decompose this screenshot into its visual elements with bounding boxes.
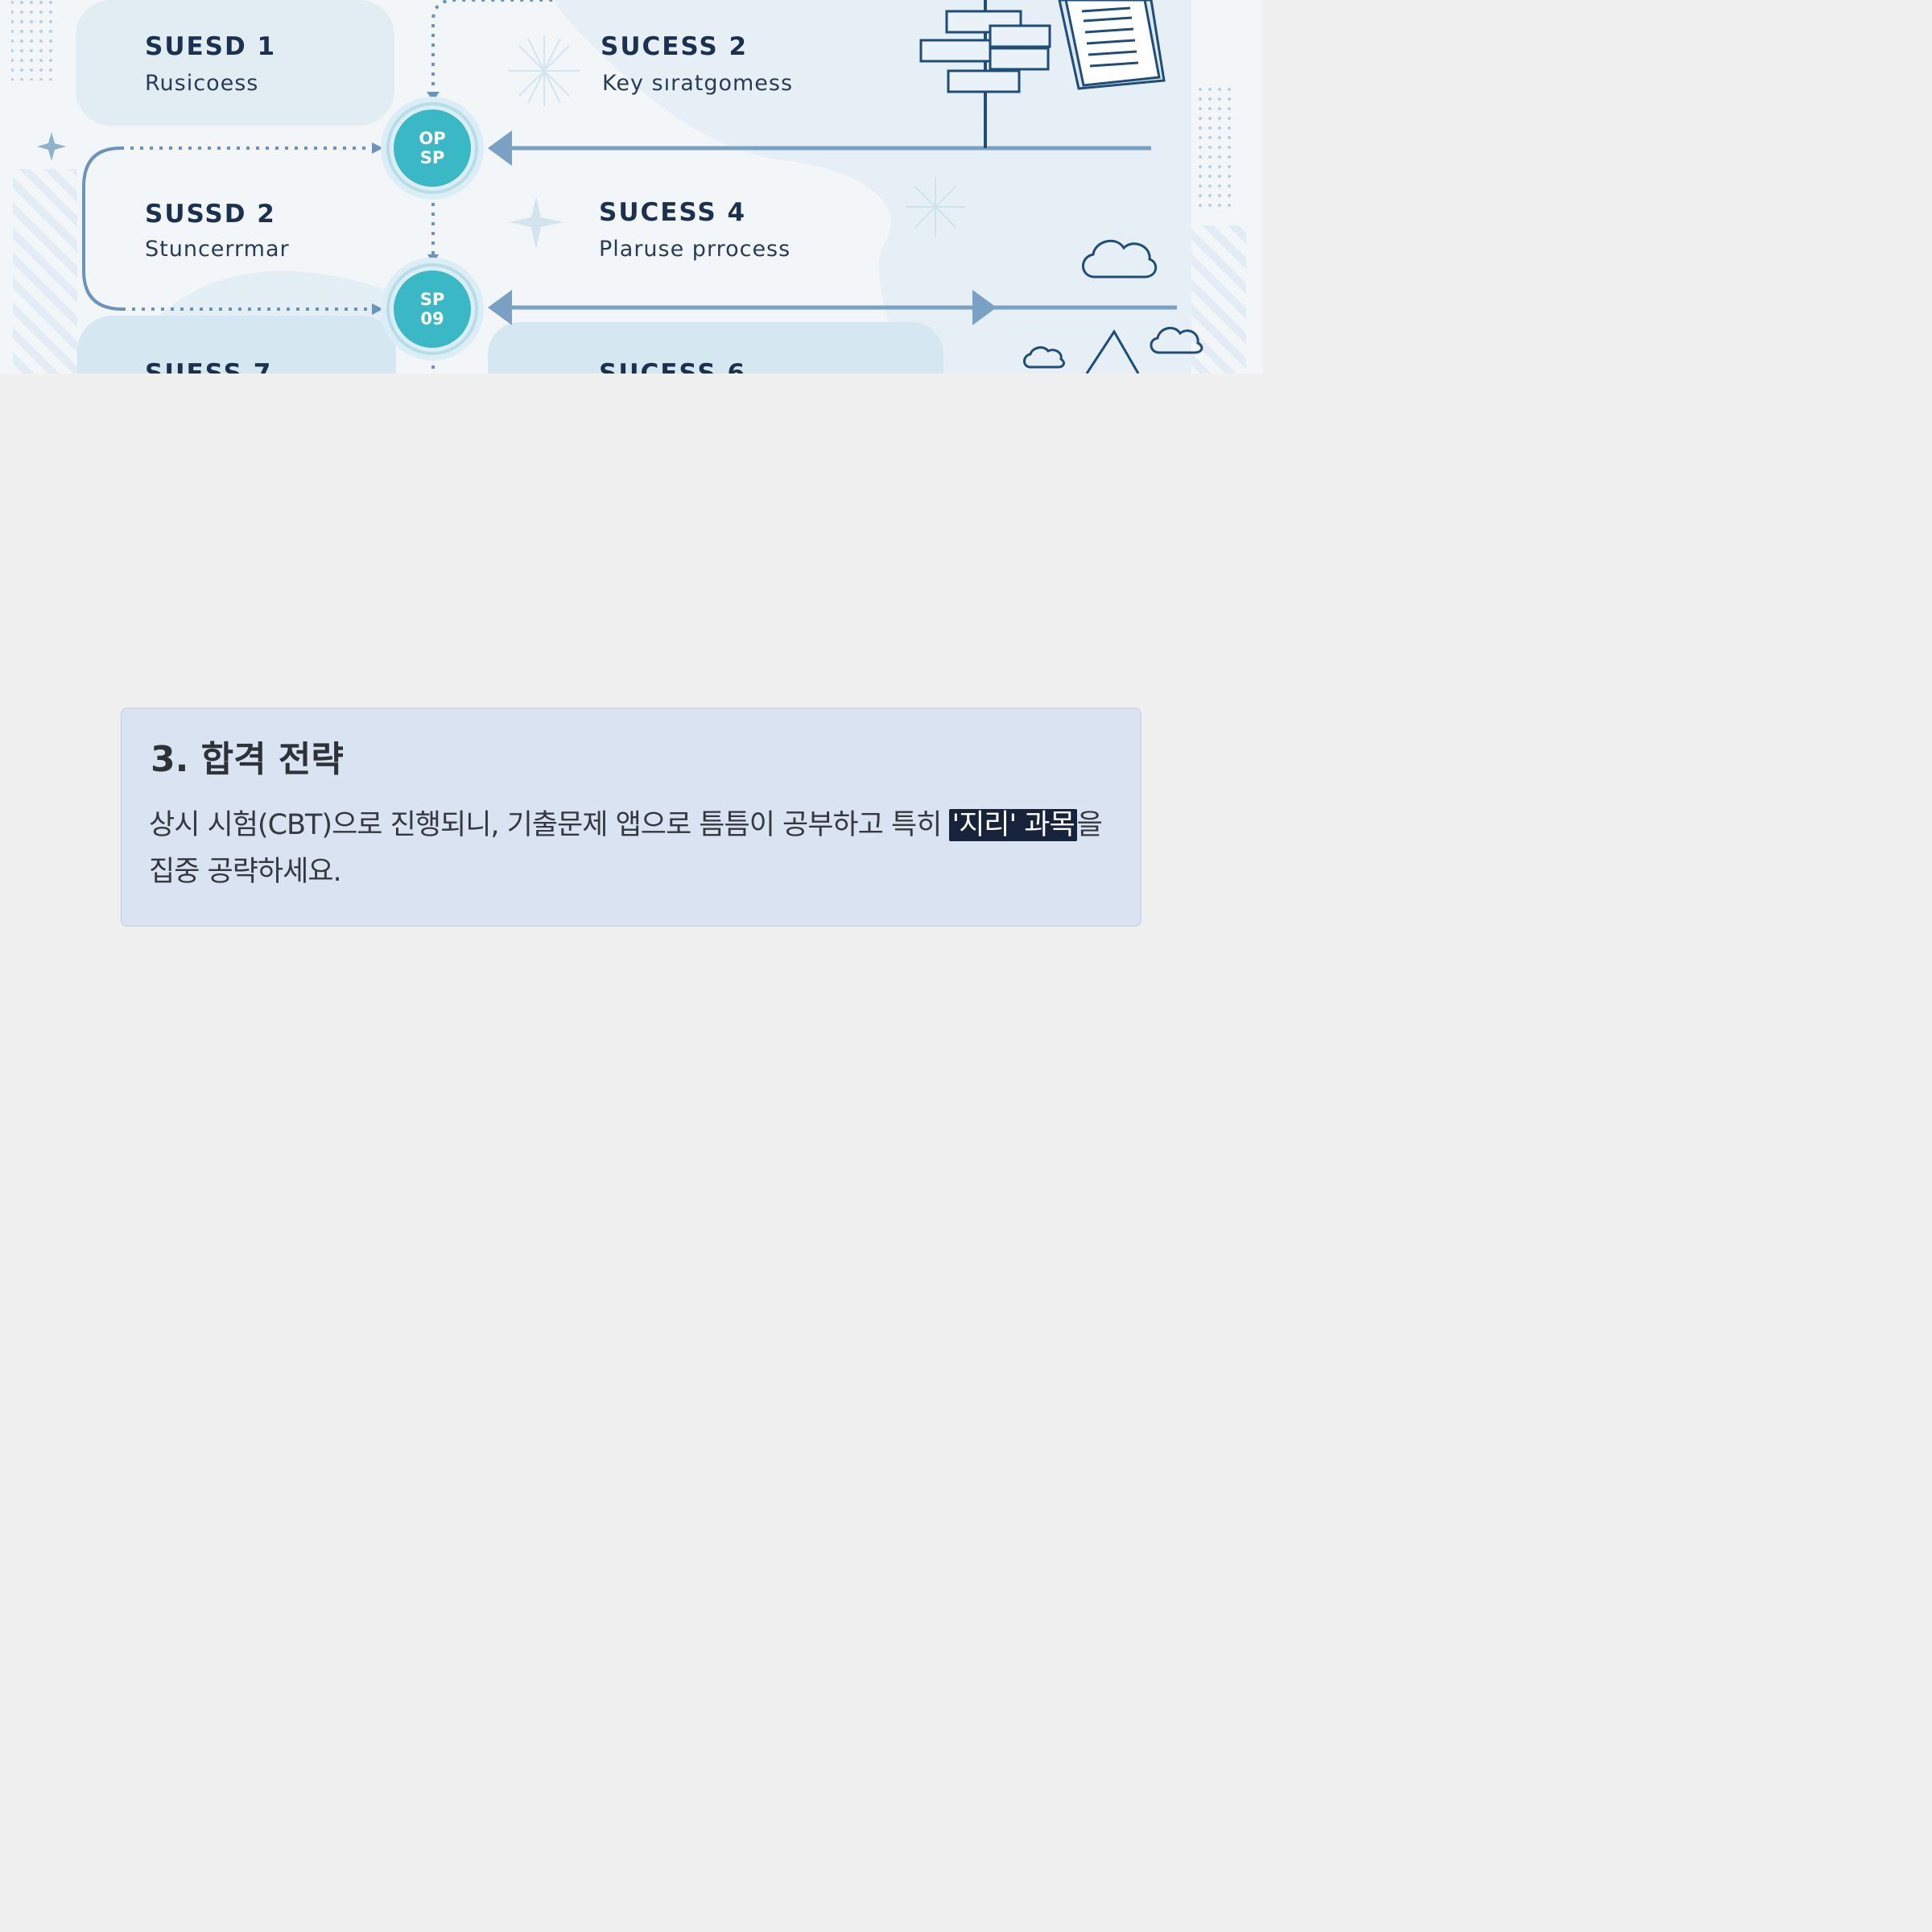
arrowhead — [427, 92, 440, 101]
page: SUESD 1 Rusicoess SUCESS 2 Key sıratgome… — [0, 0, 1262, 1262]
step-6-title: SUCESS 6 — [599, 359, 747, 374]
step-3-title: SUSSD 2 — [145, 200, 276, 229]
step-1-subtitle: Rusicoess — [145, 71, 259, 96]
arrowhead — [488, 130, 512, 166]
step-card-6-bg — [488, 322, 943, 374]
mountain-icon — [1085, 329, 1140, 374]
node-ring — [386, 263, 478, 355]
stripe-decoration-right — [1190, 225, 1246, 374]
step-card-5-bg — [77, 316, 396, 374]
card-body-text-end: 을 집중 공략하세요. — [149, 809, 1103, 888]
node-1-line1: OP — [419, 129, 446, 148]
card-body: 상시 시험(CBT)으로 진행되니, 기출문제 앱으로 틈틈이 공부하고 특히 … — [149, 802, 1107, 895]
card-heading: 3. 합격 전략 — [151, 739, 344, 780]
strategy-card: 3. 합격 전략 상시 시험(CBT)으로 진행되니, 기출문제 앱으로 틈틈이… — [121, 708, 1141, 927]
arrowhead — [372, 142, 383, 154]
node-2-label: SP 09 — [394, 290, 471, 328]
sparkle-icon — [509, 196, 564, 250]
node-circle — [394, 109, 471, 187]
arrowhead — [972, 290, 997, 325]
background-blob — [555, 0, 1191, 374]
highlighted-text: '지리' 과목 — [949, 809, 1077, 841]
cloud-icon — [1150, 326, 1203, 354]
step-card-1-bg — [76, 0, 394, 126]
book-icon — [1058, 0, 1166, 90]
step-2-subtitle: Key sıratgomess — [602, 71, 794, 96]
cloud-icon — [1023, 346, 1065, 369]
node-1-line2: SP — [419, 148, 445, 167]
node-circle — [394, 270, 471, 348]
process-flow-diagram — [11, 0, 1246, 374]
node-1-label: OP SP — [394, 129, 471, 167]
sparkle-icon — [37, 132, 66, 161]
node-ring — [386, 102, 478, 194]
step-4-title: SUCESS 4 — [599, 198, 747, 227]
arrowhead — [372, 303, 383, 315]
dotted-connector — [431, 0, 559, 95]
hero-illustration: SUESD 1 Rusicoess SUCESS 2 Key sıratgome… — [0, 0, 1262, 374]
card-body-text: 상시 시험(CBT)으로 진행되니, 기출문제 앱으로 틈틈이 공부하고 특히 — [149, 809, 950, 841]
node-2-line2: 09 — [420, 309, 444, 328]
arrowhead — [488, 290, 512, 325]
starburst-icon — [509, 35, 580, 106]
step-3-subtitle: Stuncerrmar — [145, 237, 290, 262]
step-1-title: SUESD 1 — [145, 32, 277, 61]
starburst-icon — [906, 177, 965, 237]
node-2-line1: SP — [419, 290, 445, 309]
stripe-decoration-left — [13, 169, 77, 374]
signpost-icon — [919, 0, 1051, 148]
loop-connector — [82, 147, 123, 311]
dot-grid-right — [1198, 84, 1236, 213]
step-4-subtitle: Plaruse prrocess — [599, 237, 791, 262]
cloud-icon — [1082, 239, 1158, 279]
step-5-title: SUESS 7 — [145, 359, 273, 374]
dot-grid-top-left — [11, 0, 56, 80]
step-2-title: SUCESS 2 — [601, 32, 749, 61]
